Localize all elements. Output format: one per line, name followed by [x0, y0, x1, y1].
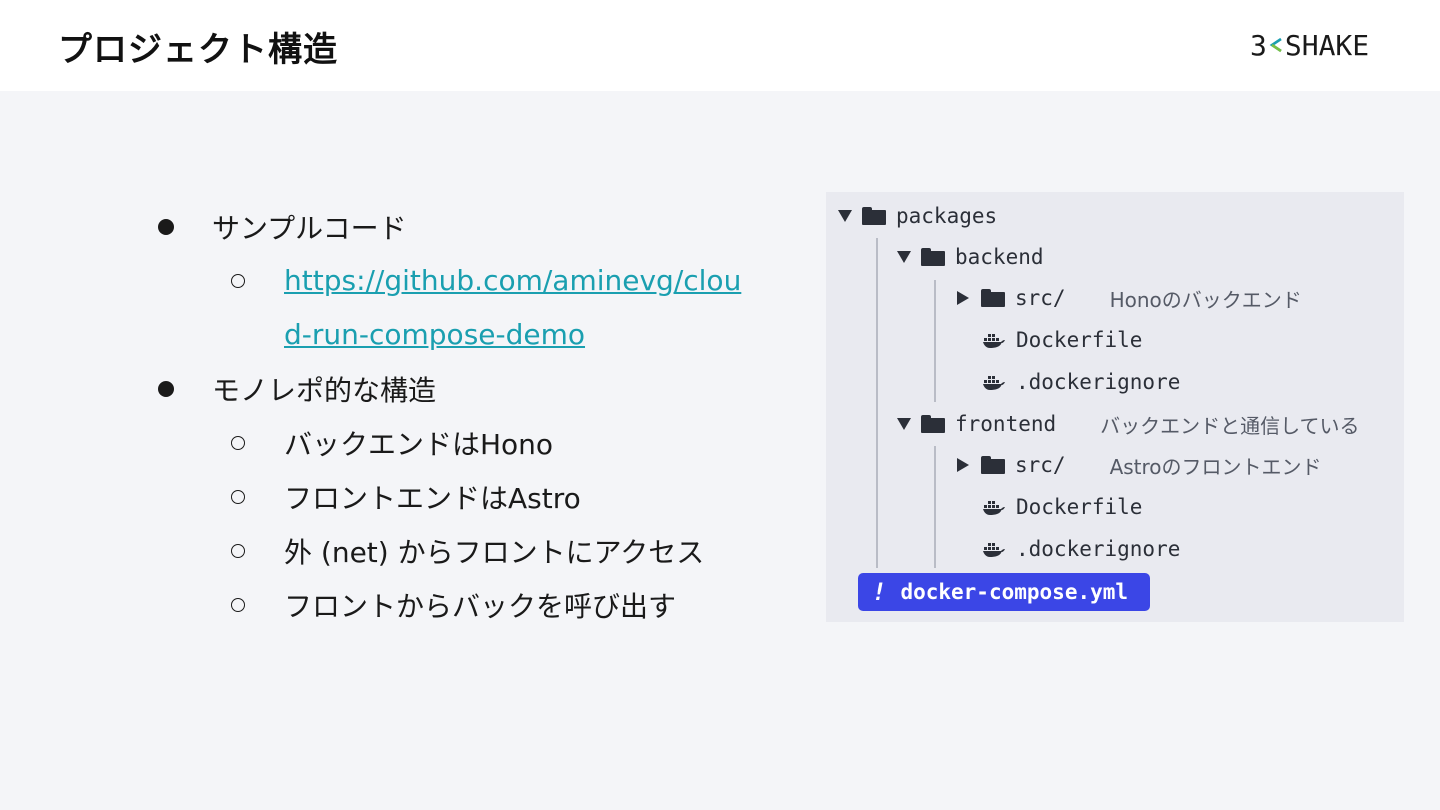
tree-label: Dockerfile	[1016, 495, 1143, 519]
sub-bullet-item: バックエンドはHono	[158, 416, 778, 470]
docker-whale-icon	[983, 376, 1005, 390]
expanded-triangle-icon	[838, 210, 852, 222]
sub-bullet-ring	[231, 598, 245, 612]
tree-label: .dockerignore	[1016, 370, 1181, 394]
tree-row-frontend-dockerignore[interactable]: .dockerignore	[982, 534, 1180, 564]
tree-label: src/	[1015, 286, 1066, 310]
bullet-dot	[158, 219, 174, 235]
tree-row-backend-dockerfile[interactable]: Dockerfile	[982, 325, 1142, 355]
tree-row-backend[interactable]: backend	[897, 242, 1044, 272]
sub-bullet-ring	[231, 436, 245, 450]
sub-bullet-text: バックエンドはHono	[284, 428, 554, 461]
tree-row-backend-src[interactable]: src/ Honoのバックエンド	[957, 283, 1302, 313]
github-repo-link[interactable]: https://github.com/aminevg/cloud-run-com…	[284, 264, 742, 351]
file-tree: packages backend src/ Honoのバックエンド Docker…	[826, 192, 1404, 622]
sub-bullet-item: フロントエンドはAstro	[158, 470, 778, 524]
tree-guide-line	[934, 446, 936, 568]
docker-whale-icon	[983, 334, 1005, 348]
bullet-item: サンプルコード	[158, 200, 778, 254]
tree-label: packages	[896, 204, 998, 228]
folder-icon	[921, 248, 945, 266]
company-logo: 3 SHAKE	[1250, 28, 1369, 62]
bullet-text: モノレポ的な構造	[212, 374, 437, 407]
sub-bullet-item: https://github.com/aminevg/cloud-run-com…	[158, 254, 778, 362]
logo-word: SHAKE	[1284, 28, 1370, 62]
tree-row-docker-compose[interactable]: ! docker-compose.yml	[858, 573, 1150, 611]
tree-label: .dockerignore	[1016, 537, 1181, 561]
tree-annotation: Honoのバックエンド	[1109, 287, 1302, 312]
folder-icon	[921, 415, 945, 433]
tree-label: backend	[955, 245, 1044, 269]
tree-row-frontend-dockerfile[interactable]: Dockerfile	[982, 492, 1142, 522]
sub-bullet-ring	[231, 544, 245, 558]
tree-label: src/	[1015, 453, 1066, 477]
tree-row-frontend[interactable]: frontend バックエンドと通信している	[897, 409, 1360, 439]
bullet-item: モノレポ的な構造	[158, 362, 778, 416]
exclamation-icon: !	[872, 578, 887, 606]
folder-icon	[981, 456, 1005, 474]
slide-title: プロジェクト構造	[58, 30, 338, 70]
folder-icon	[981, 289, 1005, 307]
bullet-dot	[158, 381, 174, 397]
docker-whale-icon	[983, 543, 1005, 557]
tree-annotation: Astroのフロントエンド	[1109, 454, 1322, 479]
expanded-triangle-icon	[897, 418, 911, 430]
tree-annotation: バックエンドと通信している	[1100, 413, 1360, 438]
tree-label: docker-compose.yml	[900, 580, 1129, 604]
logo-arrow-icon	[1269, 37, 1282, 53]
sub-bullet-text: 外 (net) からフロントにアクセス	[284, 536, 705, 569]
sub-bullet-ring	[231, 490, 245, 504]
folder-icon	[862, 207, 886, 225]
slide-header: プロジェクト構造 3 SHAKE	[0, 0, 1440, 91]
sub-bullet-ring	[231, 274, 245, 288]
logo-number: 3	[1250, 28, 1267, 62]
expanded-triangle-icon	[897, 251, 911, 263]
collapsed-triangle-icon	[957, 291, 969, 305]
tree-guide-line	[876, 238, 878, 568]
tree-row-frontend-src[interactable]: src/ Astroのフロントエンド	[957, 450, 1322, 480]
bullet-list: サンプルコード https://github.com/aminevg/cloud…	[158, 200, 778, 632]
tree-label: Dockerfile	[1016, 328, 1143, 352]
sub-bullet-text: フロントからバックを呼び出す	[284, 590, 677, 623]
tree-label: frontend	[955, 412, 1057, 436]
tree-row-packages[interactable]: packages	[838, 201, 997, 231]
tree-row-backend-dockerignore[interactable]: .dockerignore	[982, 367, 1180, 397]
docker-whale-icon	[983, 501, 1005, 515]
tree-guide-line	[934, 280, 936, 402]
bullet-text: サンプルコード	[212, 212, 407, 245]
sub-bullet-item: 外 (net) からフロントにアクセス	[158, 524, 778, 578]
sub-bullet-item: フロントからバックを呼び出す	[158, 578, 778, 632]
sub-bullet-text: フロントエンドはAstro	[284, 482, 581, 515]
collapsed-triangle-icon	[957, 458, 969, 472]
